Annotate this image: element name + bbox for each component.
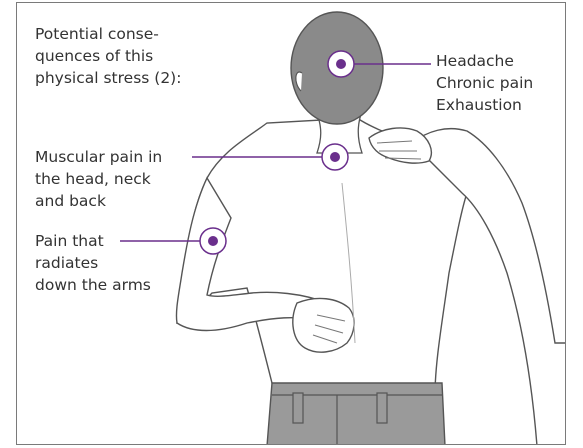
diagram-frame: Potential conse- quences of this physica… — [16, 2, 566, 445]
intro-text: Potential conse- quences of this physica… — [35, 23, 181, 89]
pain-point-marker-neck-icon — [322, 144, 348, 170]
arm-callout-text: Pain that radiates down the arms — [35, 230, 151, 296]
lower-back-hand — [293, 298, 354, 352]
head-callout-text: Headache Chronic pain Exhaustion — [436, 50, 533, 116]
neck-callout-text: Muscular pain in the head, neck and back — [35, 146, 162, 212]
pain-point-marker-head-icon — [328, 51, 354, 77]
pain-point-marker-arm-icon — [200, 228, 226, 254]
